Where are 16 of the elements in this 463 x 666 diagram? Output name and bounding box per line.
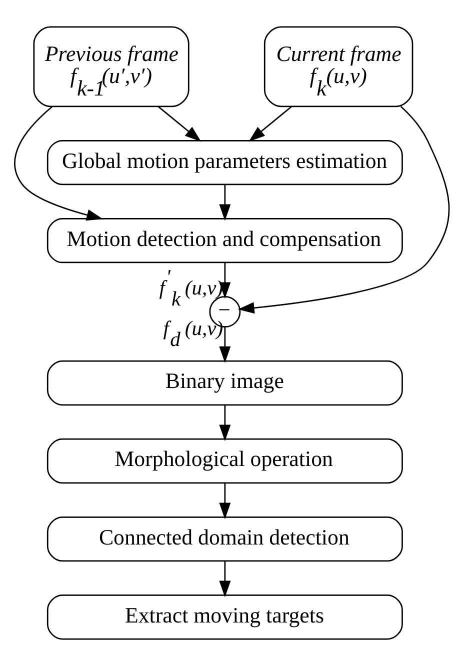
node-box: Motion detection and compensation bbox=[46, 218, 402, 264]
node-box: Morphological operation bbox=[46, 438, 402, 484]
arrow bbox=[218, 184, 230, 221]
node-box: Extract moving targets bbox=[46, 594, 402, 640]
arrow bbox=[237, 106, 450, 314]
node-box: Connected domain detection bbox=[46, 516, 402, 562]
arrow bbox=[218, 327, 230, 363]
node-box: Global motion parameters estimation bbox=[46, 140, 402, 186]
arrow bbox=[218, 482, 230, 520]
arrow bbox=[218, 561, 230, 598]
arrow bbox=[218, 262, 230, 299]
node-box: Binary image bbox=[46, 360, 402, 406]
arrow bbox=[218, 404, 230, 442]
arrow bbox=[248, 106, 292, 142]
arrow bbox=[14, 106, 103, 221]
arrow bbox=[157, 106, 201, 142]
